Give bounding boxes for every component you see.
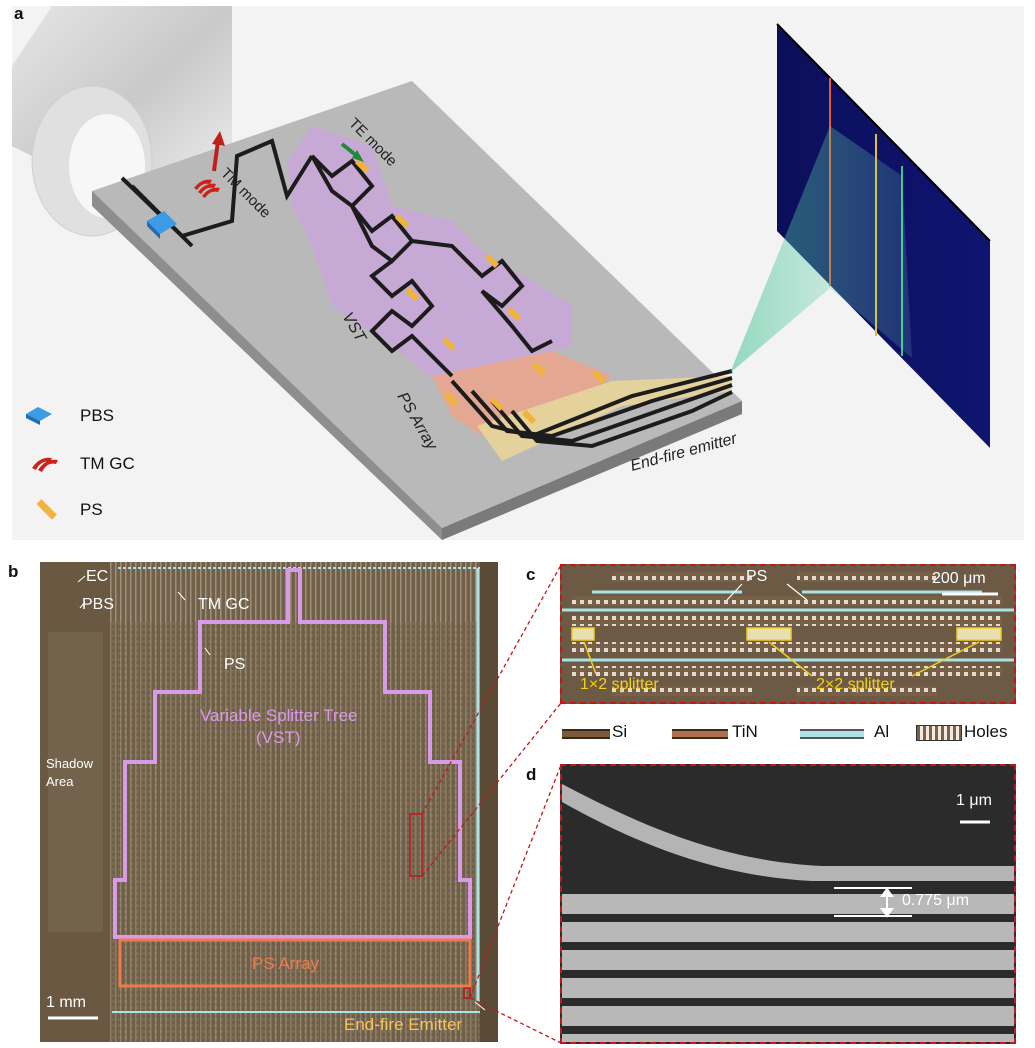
legend-tin-label: TiN [732, 722, 758, 741]
panel-c-zoom: PS 200 μm 1×2 splitter 2×2 splitter [560, 564, 1016, 704]
legend-label: TM GC [80, 454, 135, 473]
tm-grating-coupler-icon [32, 457, 58, 472]
pitch-marker [834, 887, 912, 918]
panel-b-micrograph: EC PBS TM GC PS Variable Splitter Tree (… [40, 562, 498, 1042]
splitter-1x2-label: 1×2 splitter [580, 676, 659, 693]
phase-shifters [354, 158, 607, 425]
ps-label: PS [746, 568, 768, 585]
legend-pbs: PBS [24, 404, 224, 428]
splitters [571, 627, 1002, 641]
scale-label: 200 μm [932, 570, 986, 587]
ec-label: EC [86, 568, 109, 585]
splitter-2x2-label: 2×2 splitter [816, 676, 895, 693]
scale-label: 1 mm [46, 994, 86, 1011]
al-material-icon [800, 729, 864, 739]
splitter-micrograph [562, 566, 1014, 702]
pbs-label: PBS [82, 596, 115, 613]
panel-d-sem: 1 μm 0.775 μm [560, 764, 1016, 1044]
curved-waveguide [562, 784, 1014, 881]
shadow-area-line1: Shadow [46, 756, 93, 771]
panel-letter-b: b [8, 562, 19, 581]
scale-label: 1 μm [956, 792, 992, 809]
al-lines [562, 590, 1014, 662]
legend-al-label: Al [874, 722, 890, 741]
phase-shifter-icon [36, 499, 57, 520]
legend-si-label: Si [612, 722, 628, 741]
legend-holes-label: Holes [964, 722, 1008, 741]
pbs-block-icon [147, 211, 177, 239]
emission-beam [730, 126, 912, 373]
te-mode-arrow [340, 142, 364, 162]
straight-waveguides [562, 894, 1014, 1042]
waveguide-network [120, 138, 733, 449]
shadow-area-line2: Area [46, 774, 74, 789]
vst-region [287, 126, 572, 386]
panel-letter-d: d [526, 765, 537, 784]
pitch-label: 0.775 μm [902, 892, 970, 909]
sem-image [562, 766, 1014, 1042]
legend-label: PS [80, 500, 103, 519]
panel-a-schematic: TM mode TE mode VST PS Array End-fire em… [12, 6, 1024, 540]
tm-mode-arrow [212, 131, 225, 172]
legend-label: PBS [80, 406, 115, 425]
tm-grating-coupler-icon [194, 179, 220, 198]
tin-material-icon [672, 729, 728, 739]
pbs-block-icon [26, 407, 52, 425]
vst-title-line2: (VST) [256, 728, 301, 747]
legend-ps: PS [34, 498, 234, 522]
panel-letter-a: a [14, 4, 24, 23]
panel-letter-c: c [526, 565, 536, 584]
ps-array-label: PS Array [252, 954, 320, 973]
hole-arrays [572, 572, 1002, 696]
end-fire-emitter-label: End-fire Emitter [344, 1015, 463, 1034]
chip-schematic-illustration: TM mode TE mode VST PS Array End-fire em… [12, 6, 991, 540]
vst-title-line1: Variable Splitter Tree [200, 706, 358, 725]
holes-material-icon [916, 725, 962, 741]
ps-array-region [432, 351, 612, 436]
si-material-icon [562, 729, 610, 739]
legend-tm-gc: TM GC [30, 452, 230, 476]
ps-label: PS [224, 656, 246, 673]
tm-gc-label: TM GC [198, 596, 250, 613]
